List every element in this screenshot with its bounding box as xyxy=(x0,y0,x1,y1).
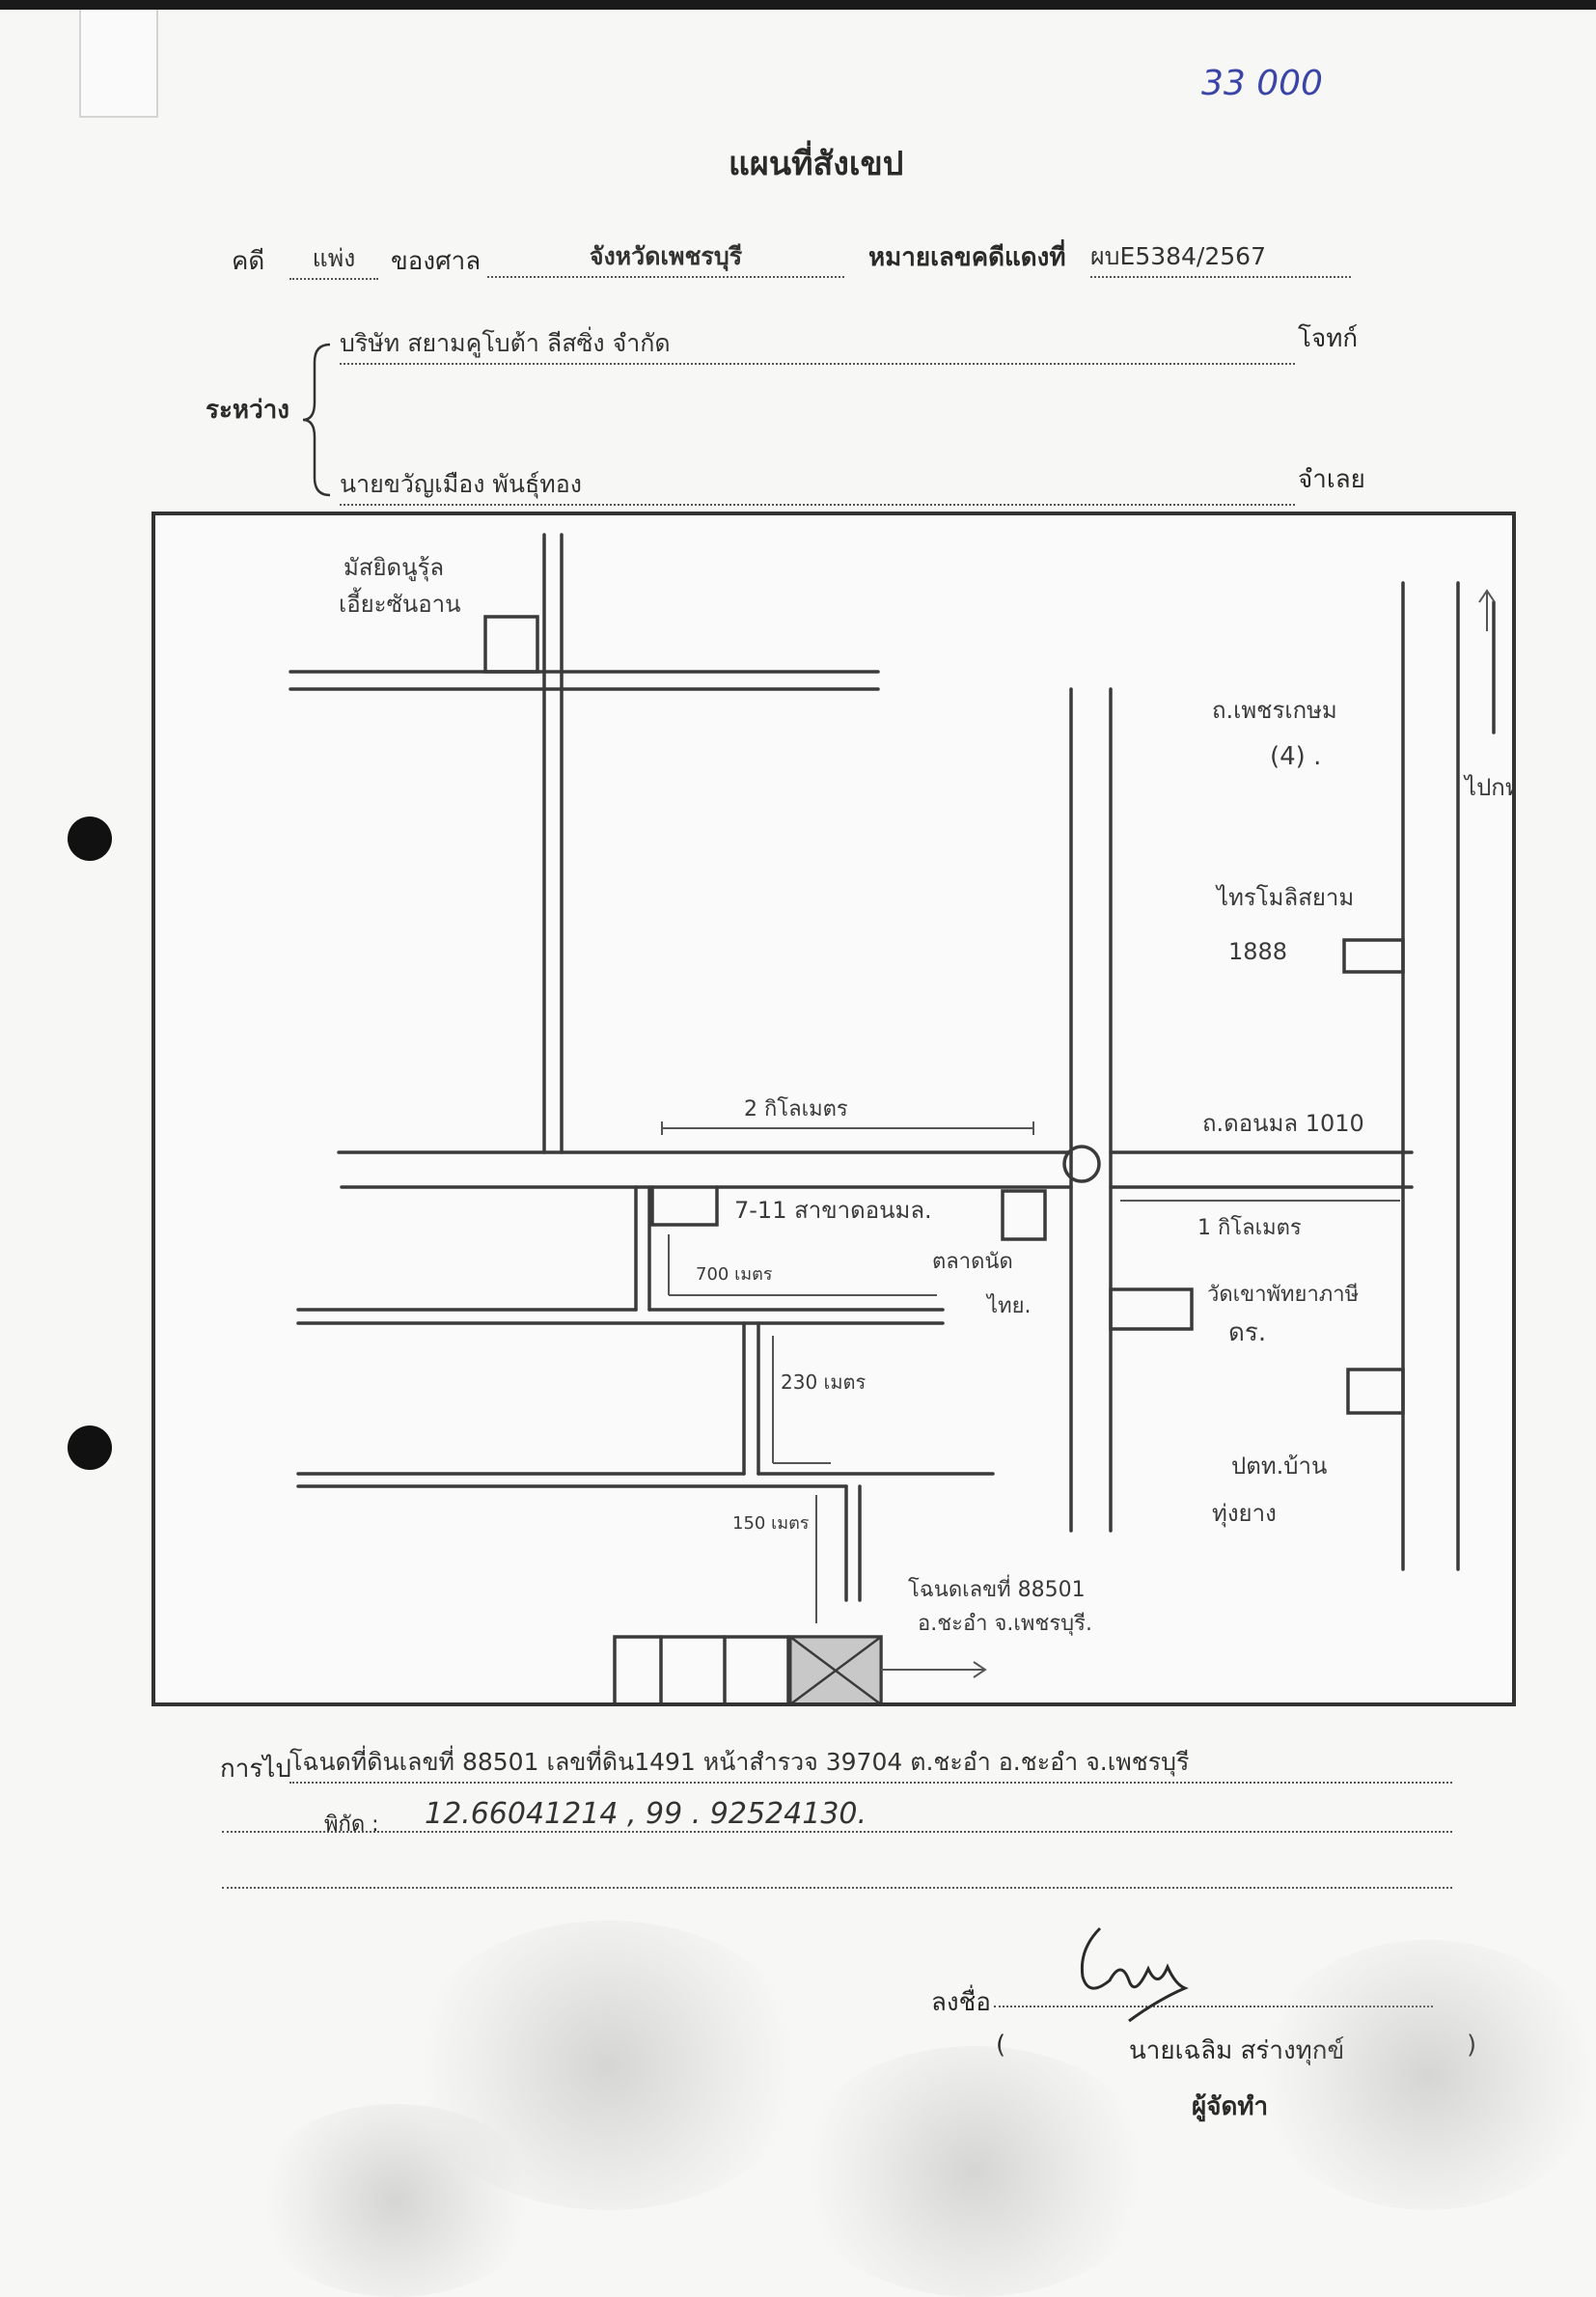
signature-scrawl xyxy=(1080,1926,1189,2023)
between-label: ระหว่าง xyxy=(206,396,289,425)
map-label-seven-eleven: 7-11 สาขาดอนมล. xyxy=(734,1197,932,1224)
map-label-market2: ไทย. xyxy=(985,1293,1031,1318)
coords-value: 12.66041214 , 99 . 92524130. xyxy=(222,1797,1452,1833)
map-frame: มัสยิดนูรุ้ล เอี้ยะซันอาน ถ.เพชรเกษม (4)… xyxy=(151,512,1535,1706)
map-label-dist-150m: 150 เมตร xyxy=(732,1513,810,1534)
map-label-wat: วัดเขาพัทยาภาษี xyxy=(1207,1283,1359,1307)
map-label-school: มัสยิดนูรุ้ล xyxy=(344,554,444,582)
map-label-hotel: ไทรโมลิสยาม xyxy=(1215,884,1354,911)
map-label-gas2: ทุ่งยาง xyxy=(1212,1500,1277,1528)
defendant-role: จำเลย xyxy=(1298,465,1365,494)
page-title: แผนที่สังเขป xyxy=(729,145,904,183)
signature-open-paren: ( xyxy=(996,2031,1006,2060)
stain-3 xyxy=(1254,1940,1596,2210)
plaintiff-role: โจทก์ xyxy=(1298,324,1359,353)
punch-hole-bottom xyxy=(68,1425,112,1470)
court-label: ของศาล xyxy=(391,247,482,276)
map-label-gas: ปตท.บ้าน xyxy=(1231,1453,1327,1480)
signature-close-paren: ) xyxy=(1467,2031,1476,2060)
directions-text: โฉนดที่ดินเลขที่ 88501 เลขที่ดิน1491 หน้… xyxy=(289,1743,1452,1784)
map-label-plot2: อ.ชะอำ จ.เพชรบุรี. xyxy=(918,1612,1092,1636)
blank-dotted-line xyxy=(222,1877,1452,1889)
map-label-highway-no: (4) . xyxy=(1270,742,1321,771)
directions-label: การไป xyxy=(220,1755,291,1784)
stain-2 xyxy=(791,2046,1158,2297)
case-label: คดี xyxy=(232,247,265,276)
sign-line xyxy=(994,1996,1433,2007)
red-number: ผบE5384/2567 xyxy=(1090,237,1351,278)
signatory-role: ผู้จัดทำ xyxy=(1192,2092,1269,2121)
map-label-plot: โฉนดเลขที่ 88501 xyxy=(908,1574,1086,1602)
punch-hole-top xyxy=(68,816,112,861)
map-label-road-1010: ถ.ดอนมล 1010 xyxy=(1202,1110,1364,1137)
map-label-dist-2km: 2 กิโลเมตร xyxy=(744,1096,848,1121)
target-plot-marker xyxy=(788,1635,883,1706)
map-label-highway: ถ.เพชรเกษม xyxy=(1212,697,1337,724)
map-label-market: ตลาดนัด xyxy=(932,1250,1013,1274)
signatory-name: นายเฉลิม สร่างทุกข์ xyxy=(1129,2036,1345,2065)
map-label-dist-1km: 1 กิโลเมตร xyxy=(1197,1215,1302,1240)
red-number-label: หมายเลขคดีแดงที่ xyxy=(868,243,1066,272)
plaintiff-name: บริษัท สยามคูโบต้า ลีสซิ่ง จำกัด xyxy=(340,324,1295,365)
map-label-wat2: ดร. xyxy=(1228,1318,1266,1347)
page-top-edge xyxy=(0,0,1596,10)
stamp-number: 33 000 xyxy=(1201,64,1323,103)
case-type: แพ่ง xyxy=(289,239,378,280)
staple-tab xyxy=(79,10,158,118)
map-label-school2: เอี้ยะซันอาน xyxy=(339,587,461,618)
map-label-dist-700m: 700 เมตร xyxy=(696,1264,773,1285)
map-label-to-bkk: ไปกทม xyxy=(1463,774,1512,801)
sign-label: ลงชื่อ xyxy=(931,1988,991,2017)
map-label-dist-230m: 230 เมตร xyxy=(781,1370,867,1394)
map-drawing: มัสยิดนูรุ้ล เอี้ยะซันอาน ถ.เพชรเกษม (4)… xyxy=(289,533,1535,1706)
party-brace xyxy=(302,343,331,497)
stain-4 xyxy=(251,2104,540,2297)
defendant-name: นายขวัญเมือง พันธุ์ทอง xyxy=(340,465,1295,506)
court-name: จังหวัดเพชรบุรี xyxy=(487,237,844,278)
map-label-hotel-no: 1888 xyxy=(1228,938,1287,965)
stain-1 xyxy=(405,1921,811,2210)
